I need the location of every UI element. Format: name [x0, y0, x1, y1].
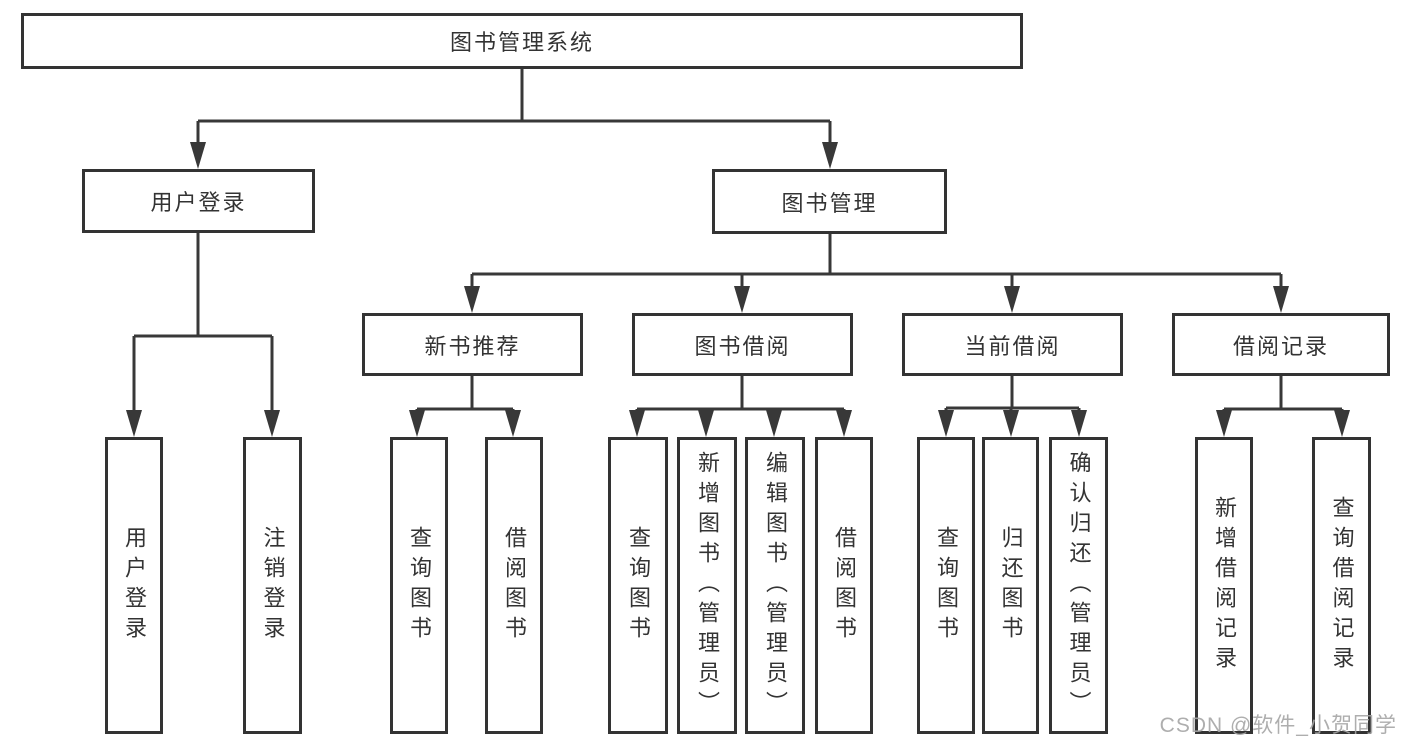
leaf-query-books-current-label: 查询图书 [934, 525, 959, 646]
leaf-edit-book-admin-label: 编辑图书（管理员） [763, 450, 788, 721]
node-book-borrowing: 图书借阅 [632, 313, 853, 376]
leaf-borrow-books: 借阅图书 [815, 437, 873, 734]
node-book-management: 图书管理 [712, 169, 947, 234]
leaf-query-books-recommend: 查询图书 [390, 437, 448, 734]
arrowhead-icons [126, 142, 1350, 437]
leaf-add-borrow-record-label: 新增借阅记录 [1212, 495, 1237, 676]
leaf-borrow-books-label: 借阅图书 [832, 525, 857, 646]
leaf-query-books-borrowing: 查询图书 [608, 437, 668, 734]
node-current-borrowing: 当前借阅 [902, 313, 1123, 376]
leaf-confirm-return-admin: 确认归还（管理员） [1049, 437, 1108, 734]
leaf-add-book-admin-label: 新增图书（管理员） [695, 450, 720, 721]
leaf-return-books-label: 归还图书 [998, 525, 1024, 646]
node-library-management-system: 图书管理系统 [21, 13, 1023, 69]
leaf-borrow-books-recommend: 借阅图书 [485, 437, 543, 734]
leaf-add-book-admin: 新增图书（管理员） [677, 437, 737, 734]
leaf-query-borrow-record: 查询借阅记录 [1312, 437, 1371, 734]
leaf-edit-book-admin: 编辑图书（管理员） [745, 437, 805, 734]
leaf-query-books-current: 查询图书 [917, 437, 975, 734]
leaf-user-login-label: 用户登录 [122, 525, 147, 646]
node-user-login: 用户登录 [82, 169, 315, 233]
leaf-query-books-recommend-label: 查询图书 [407, 525, 432, 646]
leaf-borrow-books-recommend-label: 借阅图书 [502, 525, 527, 646]
leaf-return-books: 归还图书 [982, 437, 1039, 734]
node-new-book-recommendation: 新书推荐 [362, 313, 583, 376]
leaf-add-borrow-record: 新增借阅记录 [1195, 437, 1253, 734]
csdn-watermark: CSDN @软件_小贺同学 [1159, 714, 1397, 737]
node-borrowing-records: 借阅记录 [1172, 313, 1390, 376]
leaf-query-borrow-record-label: 查询借阅记录 [1329, 495, 1355, 676]
leaf-logout: 注销登录 [243, 437, 302, 734]
leaf-logout-label: 注销登录 [260, 525, 286, 646]
leaf-query-books-borrowing-label: 查询图书 [626, 525, 651, 646]
leaf-confirm-return-admin-label: 确认归还（管理员） [1066, 450, 1092, 721]
leaf-user-login: 用户登录 [105, 437, 163, 734]
